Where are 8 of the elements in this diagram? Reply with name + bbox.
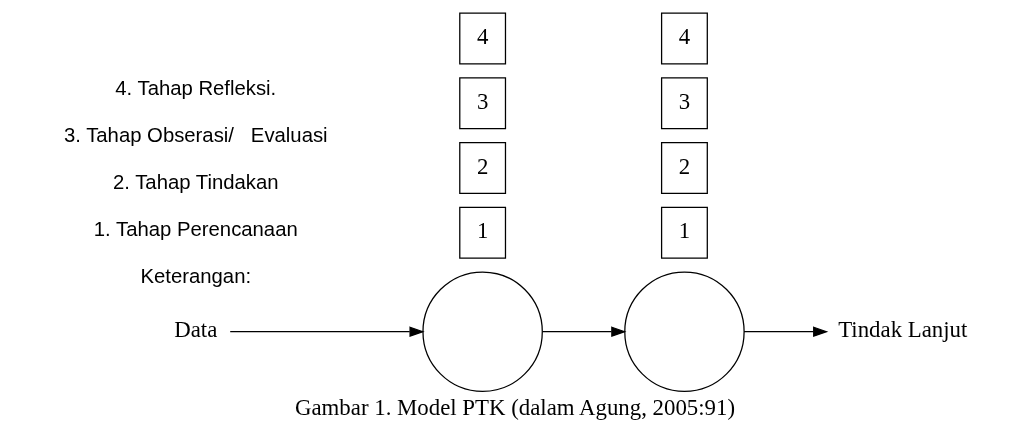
node-text: Data bbox=[173, 317, 217, 343]
label: 3. Tahap Obserasi/ Evaluasi bbox=[63, 124, 328, 147]
label: 2. Tahap Tindakan bbox=[112, 171, 279, 194]
caption: Gambar 1. Model PTK (dalam Agung, 2005:91) bbox=[294, 394, 735, 420]
label: 1. Tahap Perencanaan bbox=[93, 218, 298, 241]
label: 4. Tahap Refleksi. bbox=[114, 77, 276, 100]
label: Keterangan: bbox=[139, 265, 251, 288]
node-text: Tindak Lanjut bbox=[837, 317, 967, 343]
